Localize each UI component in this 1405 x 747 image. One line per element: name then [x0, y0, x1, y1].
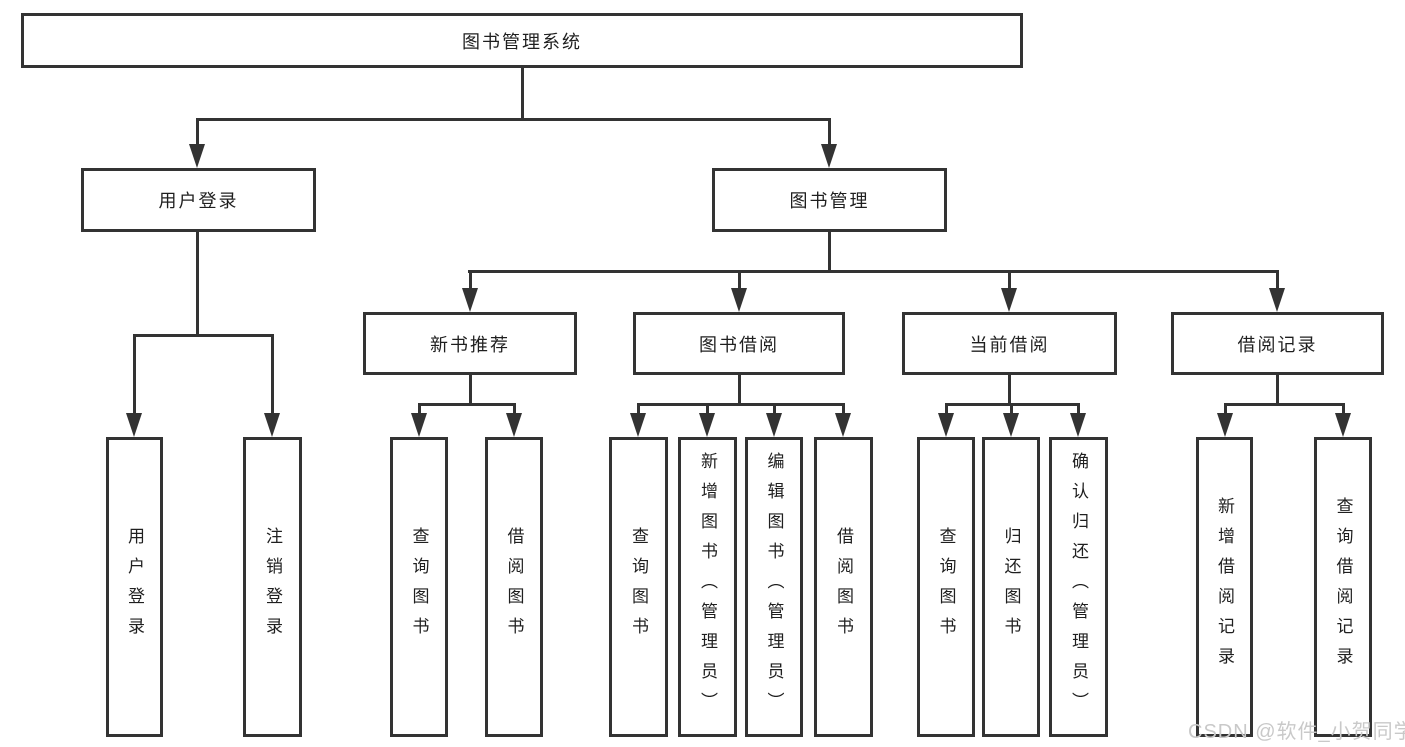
node-library-management-system: 图书管理系统 — [21, 13, 1023, 68]
node-label: 新增借阅记录 — [1215, 497, 1234, 677]
arrow-down-icon — [264, 413, 280, 437]
arrow-down-icon — [835, 413, 851, 437]
connector-line — [1224, 403, 1345, 406]
leaf-borrow-books-borrowing: 借阅图书 — [814, 437, 873, 737]
connector-line — [842, 405, 845, 417]
connector-line — [133, 334, 274, 337]
connector-line — [196, 118, 831, 121]
arrow-down-icon — [1001, 288, 1017, 312]
connector-line — [637, 405, 640, 417]
connector-line — [945, 405, 948, 417]
leaf-query-borrow-record: 查询借阅记录 — [1314, 437, 1372, 737]
connector-line — [418, 403, 516, 406]
connector-line — [418, 405, 421, 417]
leaf-edit-books-admin: 编辑图书（管理员） — [745, 437, 803, 737]
node-label: 编辑图书（管理员） — [764, 452, 784, 722]
leaf-borrow-books-recommend: 借阅图书 — [485, 437, 543, 737]
leaf-logout: 注销登录 — [243, 437, 302, 737]
node-new-book-recommendation: 新书推荐 — [363, 312, 577, 375]
connector-line — [1008, 375, 1011, 406]
node-label: 用户登录 — [125, 527, 144, 647]
node-borrowing-records: 借阅记录 — [1171, 312, 1384, 375]
connector-line — [196, 120, 199, 148]
connector-line — [773, 405, 776, 417]
node-label: 图书借阅 — [699, 334, 779, 355]
arrow-down-icon — [699, 413, 715, 437]
arrow-down-icon — [126, 413, 142, 437]
arrow-down-icon — [731, 288, 747, 312]
connector-line — [945, 403, 1080, 406]
node-label: 用户登录 — [158, 191, 239, 211]
leaf-add-borrow-record: 新增借阅记录 — [1196, 437, 1253, 737]
leaf-user-login: 用户登录 — [106, 437, 163, 737]
node-label: 归还图书 — [1001, 527, 1021, 647]
arrow-down-icon — [1217, 413, 1233, 437]
node-label: 借阅记录 — [1237, 334, 1318, 355]
node-label: 图书管理 — [789, 191, 870, 211]
connector-line — [637, 403, 845, 406]
node-label: 借阅图书 — [834, 527, 853, 647]
node-current-borrowing: 当前借阅 — [902, 312, 1117, 375]
node-user-login: 用户登录 — [81, 168, 316, 232]
node-label: 确认归还（管理员） — [1069, 452, 1088, 722]
node-label: 查询借阅记录 — [1333, 497, 1353, 677]
connector-line — [133, 336, 136, 416]
node-book-management: 图书管理 — [712, 168, 947, 232]
node-label: 借阅图书 — [504, 527, 524, 647]
arrow-down-icon — [821, 144, 837, 168]
arrow-down-icon — [506, 413, 522, 437]
arrow-down-icon — [1003, 413, 1019, 437]
node-label: 查询图书 — [936, 527, 956, 647]
arrow-down-icon — [1070, 413, 1086, 437]
leaf-query-books-recommend: 查询图书 — [390, 437, 448, 737]
node-label: 查询图书 — [409, 527, 429, 647]
connector-line — [828, 232, 831, 273]
arrow-down-icon — [630, 413, 646, 437]
leaf-query-books-current: 查询图书 — [917, 437, 975, 737]
arrow-down-icon — [766, 413, 782, 437]
node-label: 查询图书 — [629, 527, 648, 647]
node-label: 当前借阅 — [969, 334, 1050, 355]
connector-line — [828, 120, 831, 148]
connector-line — [1008, 272, 1011, 292]
connector-line — [1224, 405, 1227, 417]
connector-line — [513, 405, 516, 417]
connector-line — [271, 336, 274, 416]
leaf-confirm-return-admin: 确认归还（管理员） — [1049, 437, 1108, 737]
arrow-down-icon — [1269, 288, 1285, 312]
connector-line — [1276, 375, 1279, 406]
connector-line — [468, 270, 1279, 273]
arrow-down-icon — [189, 144, 205, 168]
leaf-add-books-admin: 新增图书（管理员） — [678, 437, 737, 737]
arrow-down-icon — [411, 413, 427, 437]
leaf-query-books-borrowing: 查询图书 — [609, 437, 668, 737]
node-label: 新增图书（管理员） — [698, 452, 717, 722]
connector-line — [1342, 405, 1345, 417]
connector-line — [196, 232, 199, 337]
arrow-down-icon — [462, 288, 478, 312]
connector-line — [521, 68, 524, 121]
connector-line — [1077, 405, 1080, 417]
node-label: 注销登录 — [263, 527, 282, 647]
arrow-down-icon — [1335, 413, 1351, 437]
connector-line — [1010, 405, 1013, 417]
node-label: 图书管理系统 — [462, 31, 582, 52]
node-label: 新书推荐 — [430, 334, 510, 355]
leaf-return-books: 归还图书 — [982, 437, 1040, 737]
node-book-borrowing: 图书借阅 — [633, 312, 845, 375]
arrow-down-icon — [938, 413, 954, 437]
connector-line — [738, 375, 741, 406]
connector-line — [469, 375, 472, 406]
connector-line — [738, 272, 741, 292]
csdn-watermark: CSDN @软件_小贺同学 — [1188, 721, 1405, 743]
connector-line — [1276, 272, 1279, 292]
connector-line — [706, 405, 709, 417]
connector-line — [469, 272, 472, 292]
